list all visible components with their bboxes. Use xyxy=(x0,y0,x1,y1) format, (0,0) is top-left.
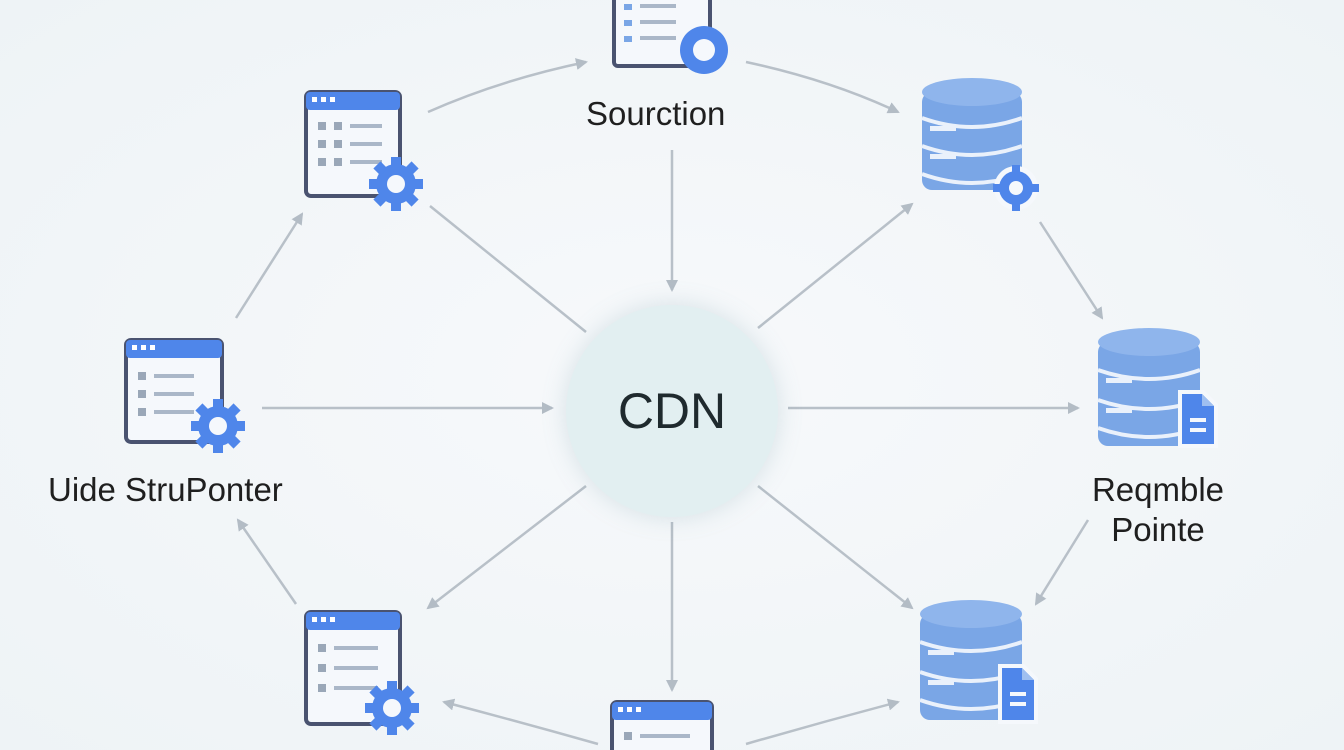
arrow-lowerleft-to-left xyxy=(236,518,298,605)
database-gear-icon xyxy=(921,78,1039,211)
arrow-left-to-upperleft xyxy=(234,212,304,319)
arrow-bottom-to-lowerleft xyxy=(442,698,599,746)
arrow-cdn-to-upperright xyxy=(757,202,914,329)
database-document-icon xyxy=(1097,328,1218,448)
window-icon xyxy=(610,700,714,750)
right-node-label-line2: Pointe xyxy=(1111,511,1205,548)
arrow-right-to-lowerright xyxy=(1034,519,1090,606)
arrow-upperleft-to-top xyxy=(427,58,588,114)
database-document-icon xyxy=(919,600,1038,724)
right-node-label-line1: Reqmble xyxy=(1091,471,1225,508)
line-upperleft-to-cdn xyxy=(429,205,587,333)
window-gear-icon xyxy=(612,0,728,74)
cdn-label: CDN xyxy=(617,383,727,439)
left-node-label: Uide StruPonter xyxy=(48,471,283,508)
arrow-bottom-to-lowerright xyxy=(745,698,900,746)
top-node-label: Sourction xyxy=(586,95,726,132)
arrow-upperright-to-right xyxy=(1038,221,1104,320)
window-gear-icon xyxy=(304,90,423,211)
window-gear-icon xyxy=(124,338,245,453)
arrow-cdn-to-lowerright xyxy=(757,485,914,610)
arrow-cdn-to-lowerleft xyxy=(426,485,587,610)
window-gear-icon xyxy=(304,610,419,735)
arrow-top-to-upperright xyxy=(745,60,900,114)
right-node-label: Reqmble Pointe xyxy=(1058,470,1258,550)
cdn-node: CDN xyxy=(566,305,778,517)
